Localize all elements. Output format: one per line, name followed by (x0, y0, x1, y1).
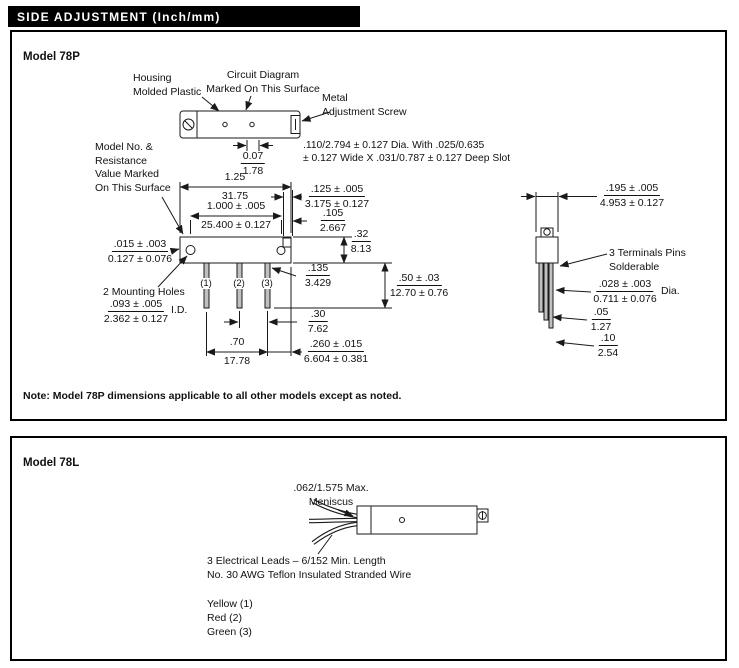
inch-value: .093 ± .005 (107, 298, 165, 312)
mm-value: 1.78 (242, 165, 264, 177)
inch-value: 1.25 (224, 171, 246, 183)
mm-value: 1.27 (590, 321, 612, 333)
mm-value: 17.78 (223, 355, 251, 367)
label-wire-yellow: Yellow (1) (207, 598, 253, 610)
panel-model-78p (10, 30, 727, 421)
mm-value: 3.175 ± 0.127 (304, 198, 370, 210)
dim-screw-protrusion: 0.07 1.78 (240, 150, 266, 178)
inch-value: .70 (229, 336, 245, 348)
panel-model-78l (10, 436, 727, 661)
inch-value: .50 ± .03 (396, 272, 442, 286)
dim-pin-stagger-total: .10 2.54 (598, 332, 618, 360)
inch-value: .135 (305, 262, 331, 276)
dim-pin-to-edge: .260 ± .015 6.604 ± 0.381 (304, 338, 368, 366)
label-id: I.D. (171, 304, 188, 316)
dim-body-depth: .195 ± .005 4.953 ± 0.127 (600, 182, 664, 210)
label-metal-adjustment-screw: Metal Adjustment Screw (322, 92, 407, 118)
dim-pin-stagger: .05 1.27 (591, 306, 611, 334)
mm-value: 25.400 ± 0.127 (201, 219, 271, 231)
dim-pin-position: .135 3.429 (305, 262, 331, 290)
label-screw-slot-spec: .110/2.794 ± 0.127 Dia. With .025/0.635 … (303, 140, 511, 165)
mm-value: 2.362 ± 0.127 (103, 313, 169, 325)
panel-78l-title: Model 78L (23, 457, 80, 469)
inch-value: .10 (598, 332, 618, 346)
dim-hole-spacing: 1.000 ± .005 25.400 ± 0.127 (201, 200, 271, 232)
dim-body-height: .32 8.13 (351, 228, 371, 256)
terminal-1-label: (1) (199, 278, 213, 289)
label-wire-red: Red (2) (207, 612, 243, 624)
label-terminal-pins: 3 Terminals Pins Solderable (609, 247, 686, 273)
label-dia: Dia. (661, 285, 680, 297)
inch-value: .30 (308, 308, 328, 322)
dim-hole-id: .093 ± .005 2.362 ± 0.127 (104, 298, 168, 326)
inch-value: 1.000 ± .005 (206, 200, 266, 212)
note-78p: Note: Model 78P dimensions applicable to… (23, 390, 402, 402)
mm-value: 4.953 ± 0.127 (599, 197, 665, 209)
section-header-bar: SIDE ADJUSTMENT (Inch/mm) (8, 6, 360, 27)
inch-value: .05 (591, 306, 611, 320)
dim-body-length: 1.25 31.75 (222, 171, 248, 203)
mm-value: 3.429 (304, 277, 332, 289)
mm-value: 31.75 (221, 190, 249, 202)
dim-pin-span: .70 17.78 (224, 336, 250, 368)
mm-value: 0.127 ± 0.076 (107, 253, 173, 265)
inch-value: .32 (351, 228, 371, 242)
mm-value: 0.711 ± 0.076 (593, 293, 657, 305)
dim-screw-offset: .125 ± .005 3.175 ± 0.127 (305, 183, 369, 211)
panel-78p-title: Model 78P (23, 51, 80, 63)
dim-screw-width: .105 2.667 (320, 207, 346, 235)
mm-value: 6.604 ± 0.381 (303, 353, 369, 365)
label-circuit-diagram: Circuit Diagram Marked On This Surface (206, 69, 320, 95)
dim-pin-pitch: .30 7.62 (308, 308, 328, 336)
inch-value: .028 ± .003 (596, 278, 654, 292)
label-model-marking: Model No. & Resistance Value Marked On T… (95, 141, 171, 194)
section-title: SIDE ADJUSTMENT (Inch/mm) (17, 9, 221, 24)
inch-value: .260 ± .015 (307, 338, 365, 352)
dim-pin-length: .50 ± .03 12.70 ± 0.76 (390, 272, 448, 300)
mm-value: 2.667 (319, 222, 347, 234)
mm-value: 8.13 (350, 243, 372, 255)
inch-value: 0.07 (240, 150, 266, 164)
dim-pin-diameter: .028 ± .003 0.711 ± 0.076 (593, 278, 656, 306)
mm-value: 2.54 (597, 347, 619, 359)
mm-value: 7.62 (307, 323, 329, 335)
label-housing: Housing Molded Plastic (133, 72, 202, 98)
label-wire-green: Green (3) (207, 626, 252, 638)
label-meniscus: .062/1.575 Max. Meniscus (293, 482, 369, 508)
inch-value: .125 ± .005 (308, 183, 366, 197)
terminal-2-label: (2) (232, 278, 246, 289)
inch-value: .015 ± .003 (111, 238, 169, 252)
mm-value: 12.70 ± 0.76 (389, 287, 449, 299)
inch-value: .195 ± .005 (603, 182, 661, 196)
label-electrical-leads: 3 Electrical Leads – 6/152 Min. Length N… (207, 555, 412, 581)
dim-edge-flash: .015 ± .003 0.127 ± 0.076 (108, 238, 172, 266)
inch-value: .105 (320, 207, 346, 221)
label-mounting-holes: 2 Mounting Holes (103, 286, 185, 298)
terminal-3-label: (3) (260, 278, 274, 289)
